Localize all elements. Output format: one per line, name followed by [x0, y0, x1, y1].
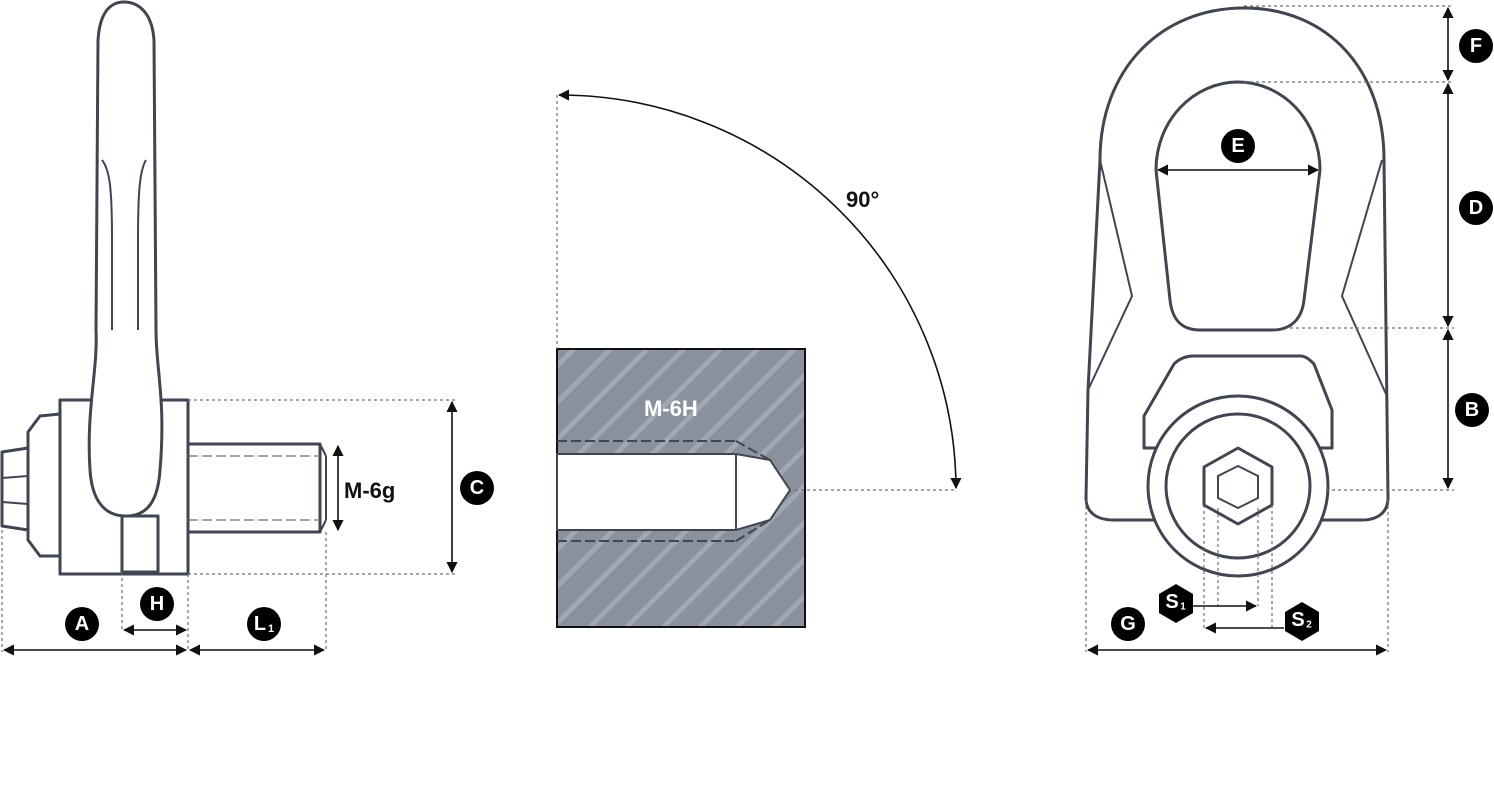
- badge-C: C: [460, 471, 494, 505]
- side-view: A H L 1 C M-6g: [0, 0, 494, 656]
- angle-label: 90°: [846, 187, 879, 212]
- badge-F: F: [1459, 29, 1493, 63]
- threaded-stud: [186, 442, 322, 534]
- badge-S1: S 1: [1159, 584, 1193, 623]
- svg-text:L: L: [254, 613, 266, 635]
- hex-nut: [0, 446, 30, 532]
- tapped-hole-view: M-6H 90°: [556, 89, 962, 628]
- hex-socket-inner: [1217, 464, 1259, 510]
- badge-S2: S 2: [1285, 602, 1319, 641]
- svg-text:C: C: [470, 477, 484, 499]
- tapped-hole: [556, 453, 792, 531]
- svg-text:H: H: [150, 593, 164, 615]
- svg-text:D: D: [1469, 197, 1483, 219]
- badge-A: A: [65, 607, 99, 641]
- svg-text:F: F: [1470, 35, 1482, 57]
- svg-text:E: E: [1231, 135, 1244, 157]
- svg-text:1: 1: [1180, 602, 1186, 613]
- svg-text:2: 2: [1306, 620, 1312, 631]
- thread-label-female: M-6H: [644, 396, 698, 421]
- hex-socket-outer: [1202, 446, 1274, 526]
- badge-H: H: [140, 587, 174, 621]
- badge-B: B: [1455, 393, 1489, 427]
- angle-arc: [557, 89, 962, 490]
- svg-text:G: G: [1120, 613, 1136, 635]
- front-view: F D B E G S 1 S 2: [1084, 5, 1493, 656]
- svg-text:S: S: [1291, 609, 1304, 631]
- washer: [26, 412, 62, 558]
- svg-text:A: A: [75, 613, 89, 635]
- thread-label-male: M-6g: [344, 478, 395, 503]
- badge-E: E: [1221, 129, 1255, 163]
- svg-text:S: S: [1165, 591, 1178, 613]
- badge-G: G: [1111, 607, 1145, 641]
- svg-text:1: 1: [268, 623, 274, 635]
- badge-L1: L 1: [247, 607, 281, 641]
- badge-D: D: [1459, 191, 1493, 225]
- shackle-side: [87, 0, 164, 518]
- ring-inner: [1154, 80, 1322, 332]
- svg-text:B: B: [1465, 399, 1479, 421]
